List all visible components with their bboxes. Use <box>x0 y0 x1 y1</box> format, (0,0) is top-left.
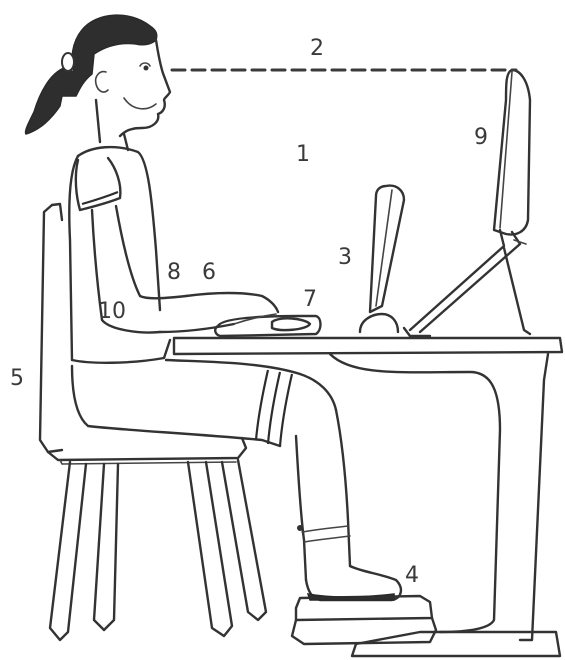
footrest-icon <box>292 596 436 644</box>
callout-9: 9 <box>474 125 488 150</box>
mouse-icon <box>272 318 310 330</box>
callout-1: 1 <box>296 142 310 167</box>
callout-10: 10 <box>98 299 126 324</box>
callout-5: 5 <box>10 366 24 391</box>
callout-6: 6 <box>202 260 216 285</box>
callout-2: 2 <box>310 36 324 61</box>
callout-3: 3 <box>338 245 352 270</box>
monitor-icon <box>494 70 530 234</box>
laptop-icon <box>360 186 404 332</box>
desk-icon <box>174 338 562 656</box>
chair-icon <box>40 204 266 640</box>
callout-8: 8 <box>167 260 181 285</box>
laptop-stand-icon <box>404 230 530 336</box>
callout-7: 7 <box>303 287 317 312</box>
callout-4: 4 <box>405 563 419 588</box>
keyboard-icon <box>215 316 320 336</box>
